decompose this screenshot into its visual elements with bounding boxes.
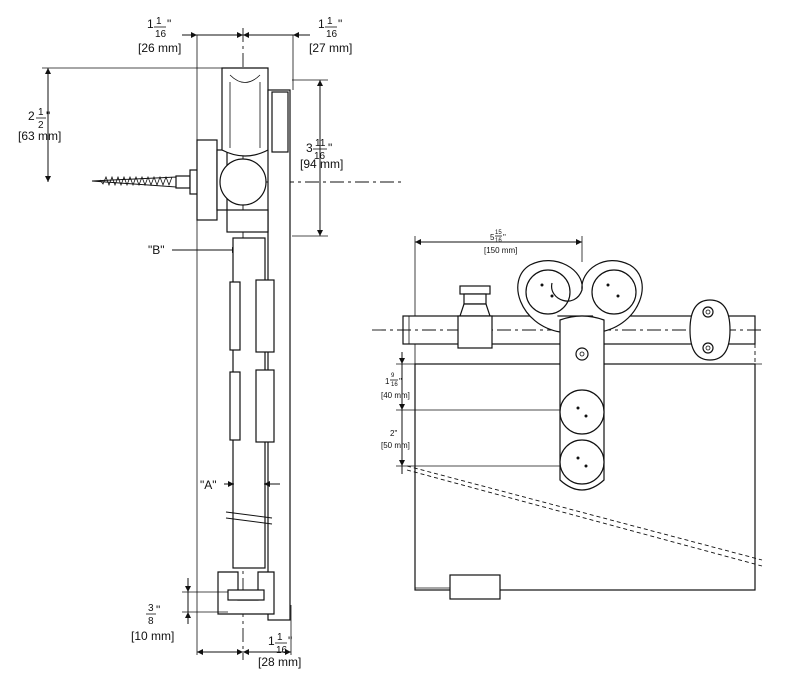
svg-text:2: 2 — [28, 109, 35, 123]
svg-text:[28 mm]: [28 mm] — [258, 655, 301, 669]
svg-text:": " — [156, 603, 160, 617]
svg-text:5: 5 — [490, 233, 495, 242]
svg-text:16: 16 — [155, 29, 167, 40]
svg-text:1: 1 — [268, 634, 275, 648]
door-slab — [225, 237, 275, 569]
dim-right-height: 3 11 16 " [94 mm] — [300, 138, 343, 171]
svg-text:": " — [328, 141, 332, 155]
svg-text:16: 16 — [276, 645, 288, 656]
svg-text:1: 1 — [318, 17, 325, 31]
lag-screw — [91, 169, 201, 195]
label-a: "A" — [200, 478, 217, 492]
label-b: "B" — [148, 243, 165, 257]
svg-text:[94 mm]: [94 mm] — [300, 157, 343, 171]
dim-mid: 1 9 16 " [40 mm] — [381, 373, 410, 400]
dim-lower: 2" [50 mm] — [381, 429, 410, 450]
svg-text:[10 mm]: [10 mm] — [131, 629, 174, 643]
floor-guide — [217, 571, 275, 615]
roller-wheel — [221, 67, 269, 157]
dim-top-width: 5 15 16 " [150 mm] — [484, 230, 517, 255]
hanger — [517, 260, 643, 491]
svg-text:11: 11 — [315, 138, 326, 149]
svg-text:15: 15 — [495, 230, 502, 236]
front-view: 5 15 16 " [150 mm] — [372, 230, 765, 600]
svg-text:3: 3 — [148, 603, 154, 614]
svg-text:2": 2" — [390, 429, 397, 438]
dim-bottom-right: 1 1 16 " [28 mm] — [258, 632, 301, 669]
dim-top-left: 1 1 16 " [26 mm] — [138, 16, 181, 55]
svg-text:3: 3 — [306, 141, 313, 155]
svg-text:[150 mm]: [150 mm] — [484, 246, 517, 255]
svg-text:1: 1 — [277, 632, 283, 643]
svg-text:2: 2 — [38, 120, 44, 131]
svg-text:": " — [288, 634, 292, 648]
svg-text:16: 16 — [391, 382, 398, 388]
svg-text:1: 1 — [327, 16, 333, 27]
svg-text:": " — [167, 17, 171, 31]
wall-mount — [689, 299, 731, 361]
svg-text:16: 16 — [495, 238, 502, 244]
dim-bottom-small: 3 8 " [10 mm] — [131, 603, 174, 643]
dim-left-height: 2 1 2 " [63 mm] — [18, 107, 61, 143]
svg-text:[40 mm]: [40 mm] — [381, 391, 410, 400]
svg-text:[26 mm]: [26 mm] — [138, 41, 181, 55]
svg-text:[27 mm]: [27 mm] — [309, 41, 352, 55]
svg-text:9: 9 — [391, 373, 395, 379]
svg-text:[63 mm]: [63 mm] — [18, 129, 61, 143]
svg-text:1: 1 — [38, 107, 44, 118]
svg-text:16: 16 — [326, 29, 338, 40]
axle — [219, 158, 267, 206]
svg-text:16: 16 — [314, 151, 326, 162]
svg-text:1: 1 — [156, 16, 162, 27]
svg-text:": " — [338, 17, 342, 31]
door-handle — [449, 574, 501, 600]
svg-text:8: 8 — [148, 616, 154, 627]
svg-text:1: 1 — [147, 17, 154, 31]
svg-text:": " — [399, 377, 402, 386]
svg-text:[50 mm]: [50 mm] — [381, 441, 410, 450]
svg-text:": " — [46, 109, 50, 123]
wall-bracket — [196, 139, 218, 221]
side-view: 1 1 16 " [26 mm] 1 1 16 " [27 mm] 2 1 2 … — [18, 16, 405, 669]
rail-stop — [457, 285, 493, 349]
svg-text:": " — [503, 233, 506, 242]
svg-text:1: 1 — [385, 377, 390, 386]
dim-top-right: 1 1 16 " [27 mm] — [309, 16, 352, 55]
strap-plate — [267, 89, 291, 621]
